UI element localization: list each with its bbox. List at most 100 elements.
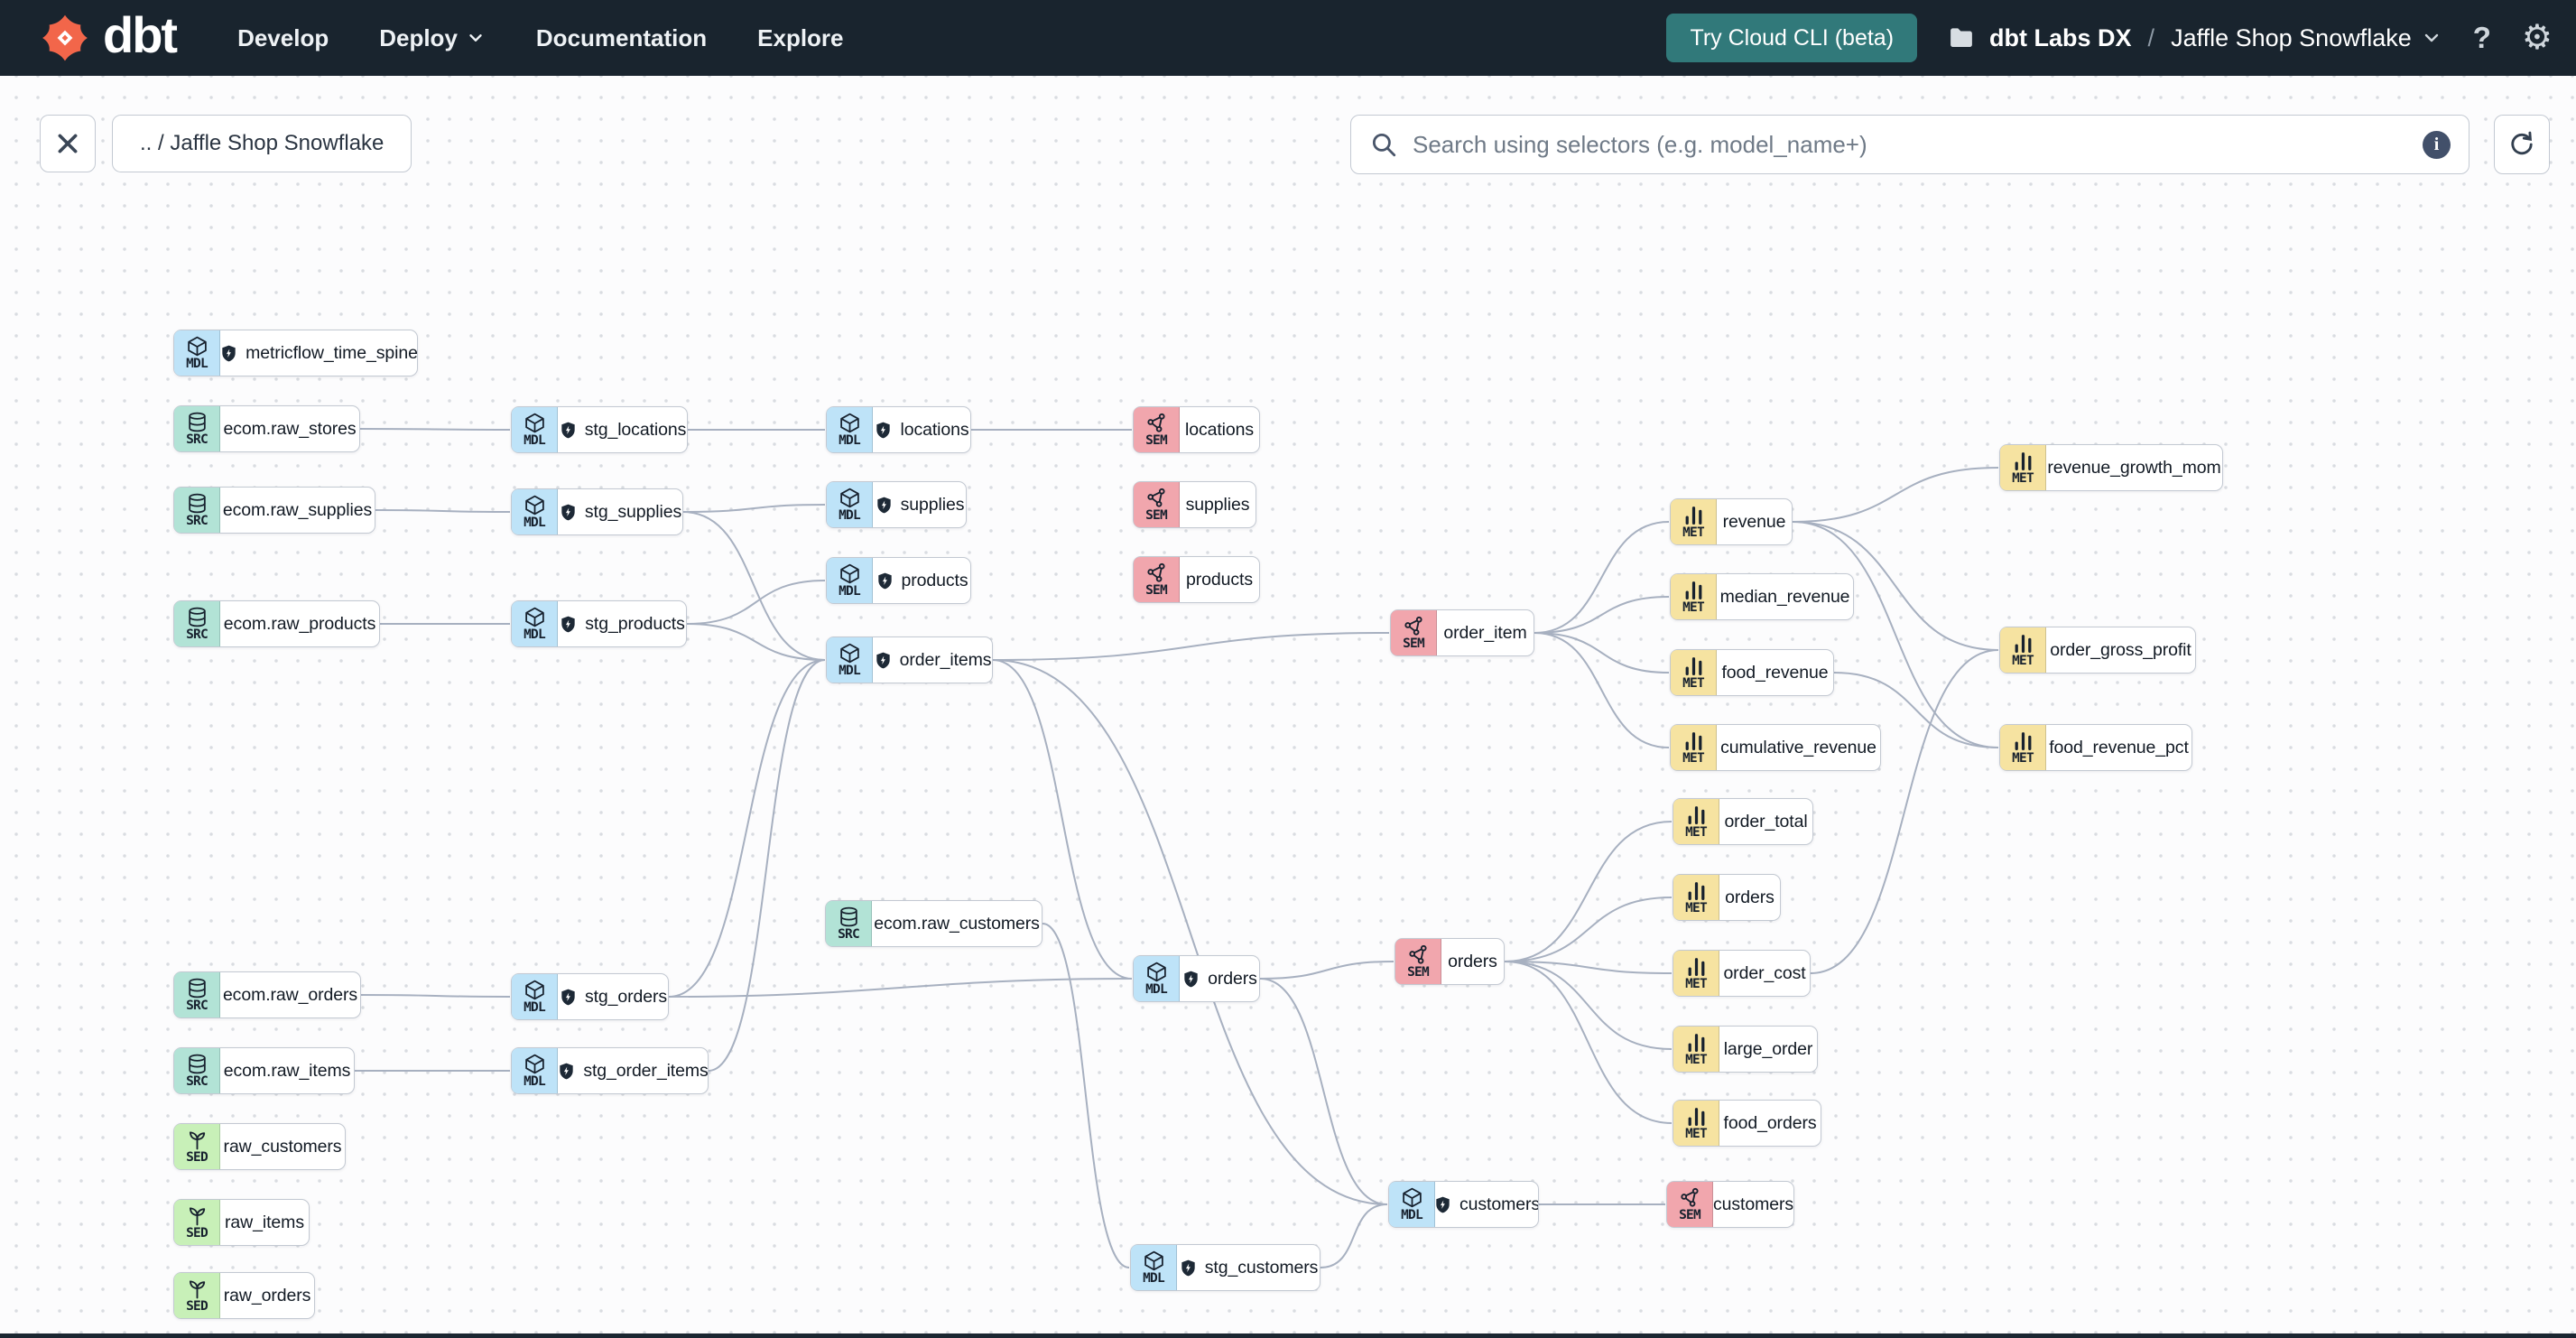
edge-stg_order_items-to-order_items	[708, 659, 826, 1072]
edge-sem_orders-to-met_food_orders	[1504, 961, 1673, 1124]
node-type-abbrev: SED	[186, 1150, 208, 1165]
lineage-breadcrumb[interactable]: .. / Jaffle Shop Snowflake	[112, 115, 412, 172]
edge-stg_supplies-to-order_items	[682, 511, 826, 661]
account-name[interactable]: dbt Labs DX	[1989, 23, 2132, 51]
metric-chart-icon	[1685, 955, 1708, 978]
node-type-abbrev: MDL	[839, 508, 861, 523]
source-type-badge: SRC	[174, 972, 220, 1017]
semantic-model-type-badge: SEM	[1667, 1182, 1713, 1227]
node-label: stg_customers	[1204, 1257, 1319, 1278]
semantic-model-icon	[1145, 487, 1168, 509]
edge-src_raw_customers-to-stg_customers	[1042, 923, 1130, 1268]
model-cube-icon	[186, 335, 208, 358]
node-type-abbrev: SRC	[186, 627, 208, 642]
node-type-abbrev: MET	[1685, 825, 1708, 840]
gear-icon[interactable]: ⚙	[2521, 19, 2553, 57]
try-cloud-cli-button[interactable]: Try Cloud CLI (beta)	[1666, 14, 1918, 62]
model-cube-icon	[524, 1053, 546, 1075]
seed-sprout-icon	[186, 1129, 208, 1151]
node-type-abbrev: MET	[1682, 676, 1705, 691]
search-input[interactable]	[1411, 129, 2410, 160]
edge-stg_supplies-to-supplies	[682, 504, 826, 513]
node-type-abbrev: MDL	[524, 433, 546, 448]
node-label: locations	[1184, 419, 1255, 440]
node-label-area: order_total	[1719, 799, 1812, 844]
edge-src_raw_orders-to-stg_orders	[360, 994, 511, 998]
edge-stg_products-to-order_items	[686, 623, 826, 661]
node-type-abbrev: SRC	[186, 514, 208, 528]
nav-item-develop[interactable]: Develop	[237, 23, 329, 51]
shield-icon	[220, 344, 238, 363]
close-lineage-button[interactable]	[40, 115, 96, 172]
metric-chart-icon	[1682, 579, 1705, 601]
node-label: stg_products	[585, 613, 685, 634]
node-type-abbrev: MET	[1682, 600, 1705, 615]
node-label-area: orders	[1441, 939, 1504, 984]
refresh-button[interactable]	[2494, 115, 2550, 174]
shield-icon	[559, 421, 578, 440]
semantic-model-type-badge: SEM	[1134, 407, 1180, 452]
node-type-abbrev: MDL	[524, 1000, 546, 1015]
nav-item-deploy[interactable]: Deploy	[379, 24, 486, 52]
node-label-area: customers	[1713, 1182, 1793, 1227]
info-icon[interactable]: i	[2423, 130, 2451, 159]
project-selector[interactable]: Jaffle Shop Snowflake	[2171, 24, 2442, 52]
node-type-abbrev: SRC	[186, 999, 208, 1013]
nav-item-explore[interactable]: Explore	[757, 23, 844, 51]
model-type-badge: MDL	[512, 601, 558, 646]
selector-search-bar[interactable]: i	[1350, 115, 2469, 174]
node-label-area: customers	[1435, 1182, 1538, 1227]
shield-icon	[874, 421, 893, 440]
node-label: ecom.raw_customers	[874, 913, 1040, 934]
node-type-abbrev: SED	[186, 1226, 208, 1240]
semantic-model-icon	[1679, 1186, 1701, 1209]
help-icon[interactable]: ?	[2472, 21, 2491, 54]
dbt-brand-text: dbt	[103, 6, 178, 63]
nav-item-documentation[interactable]: Documentation	[535, 23, 708, 51]
node-type-abbrev: SEM	[1403, 636, 1425, 651]
dbt-logo[interactable]: dbt	[38, 6, 178, 66]
node-met_order_total[interactable]: MET order_total	[1673, 798, 1813, 845]
node-stg_products[interactable]: MDL stg_products	[511, 600, 687, 647]
edge-met_revenue-to-met_food_revenue_pct	[1792, 521, 1999, 748]
